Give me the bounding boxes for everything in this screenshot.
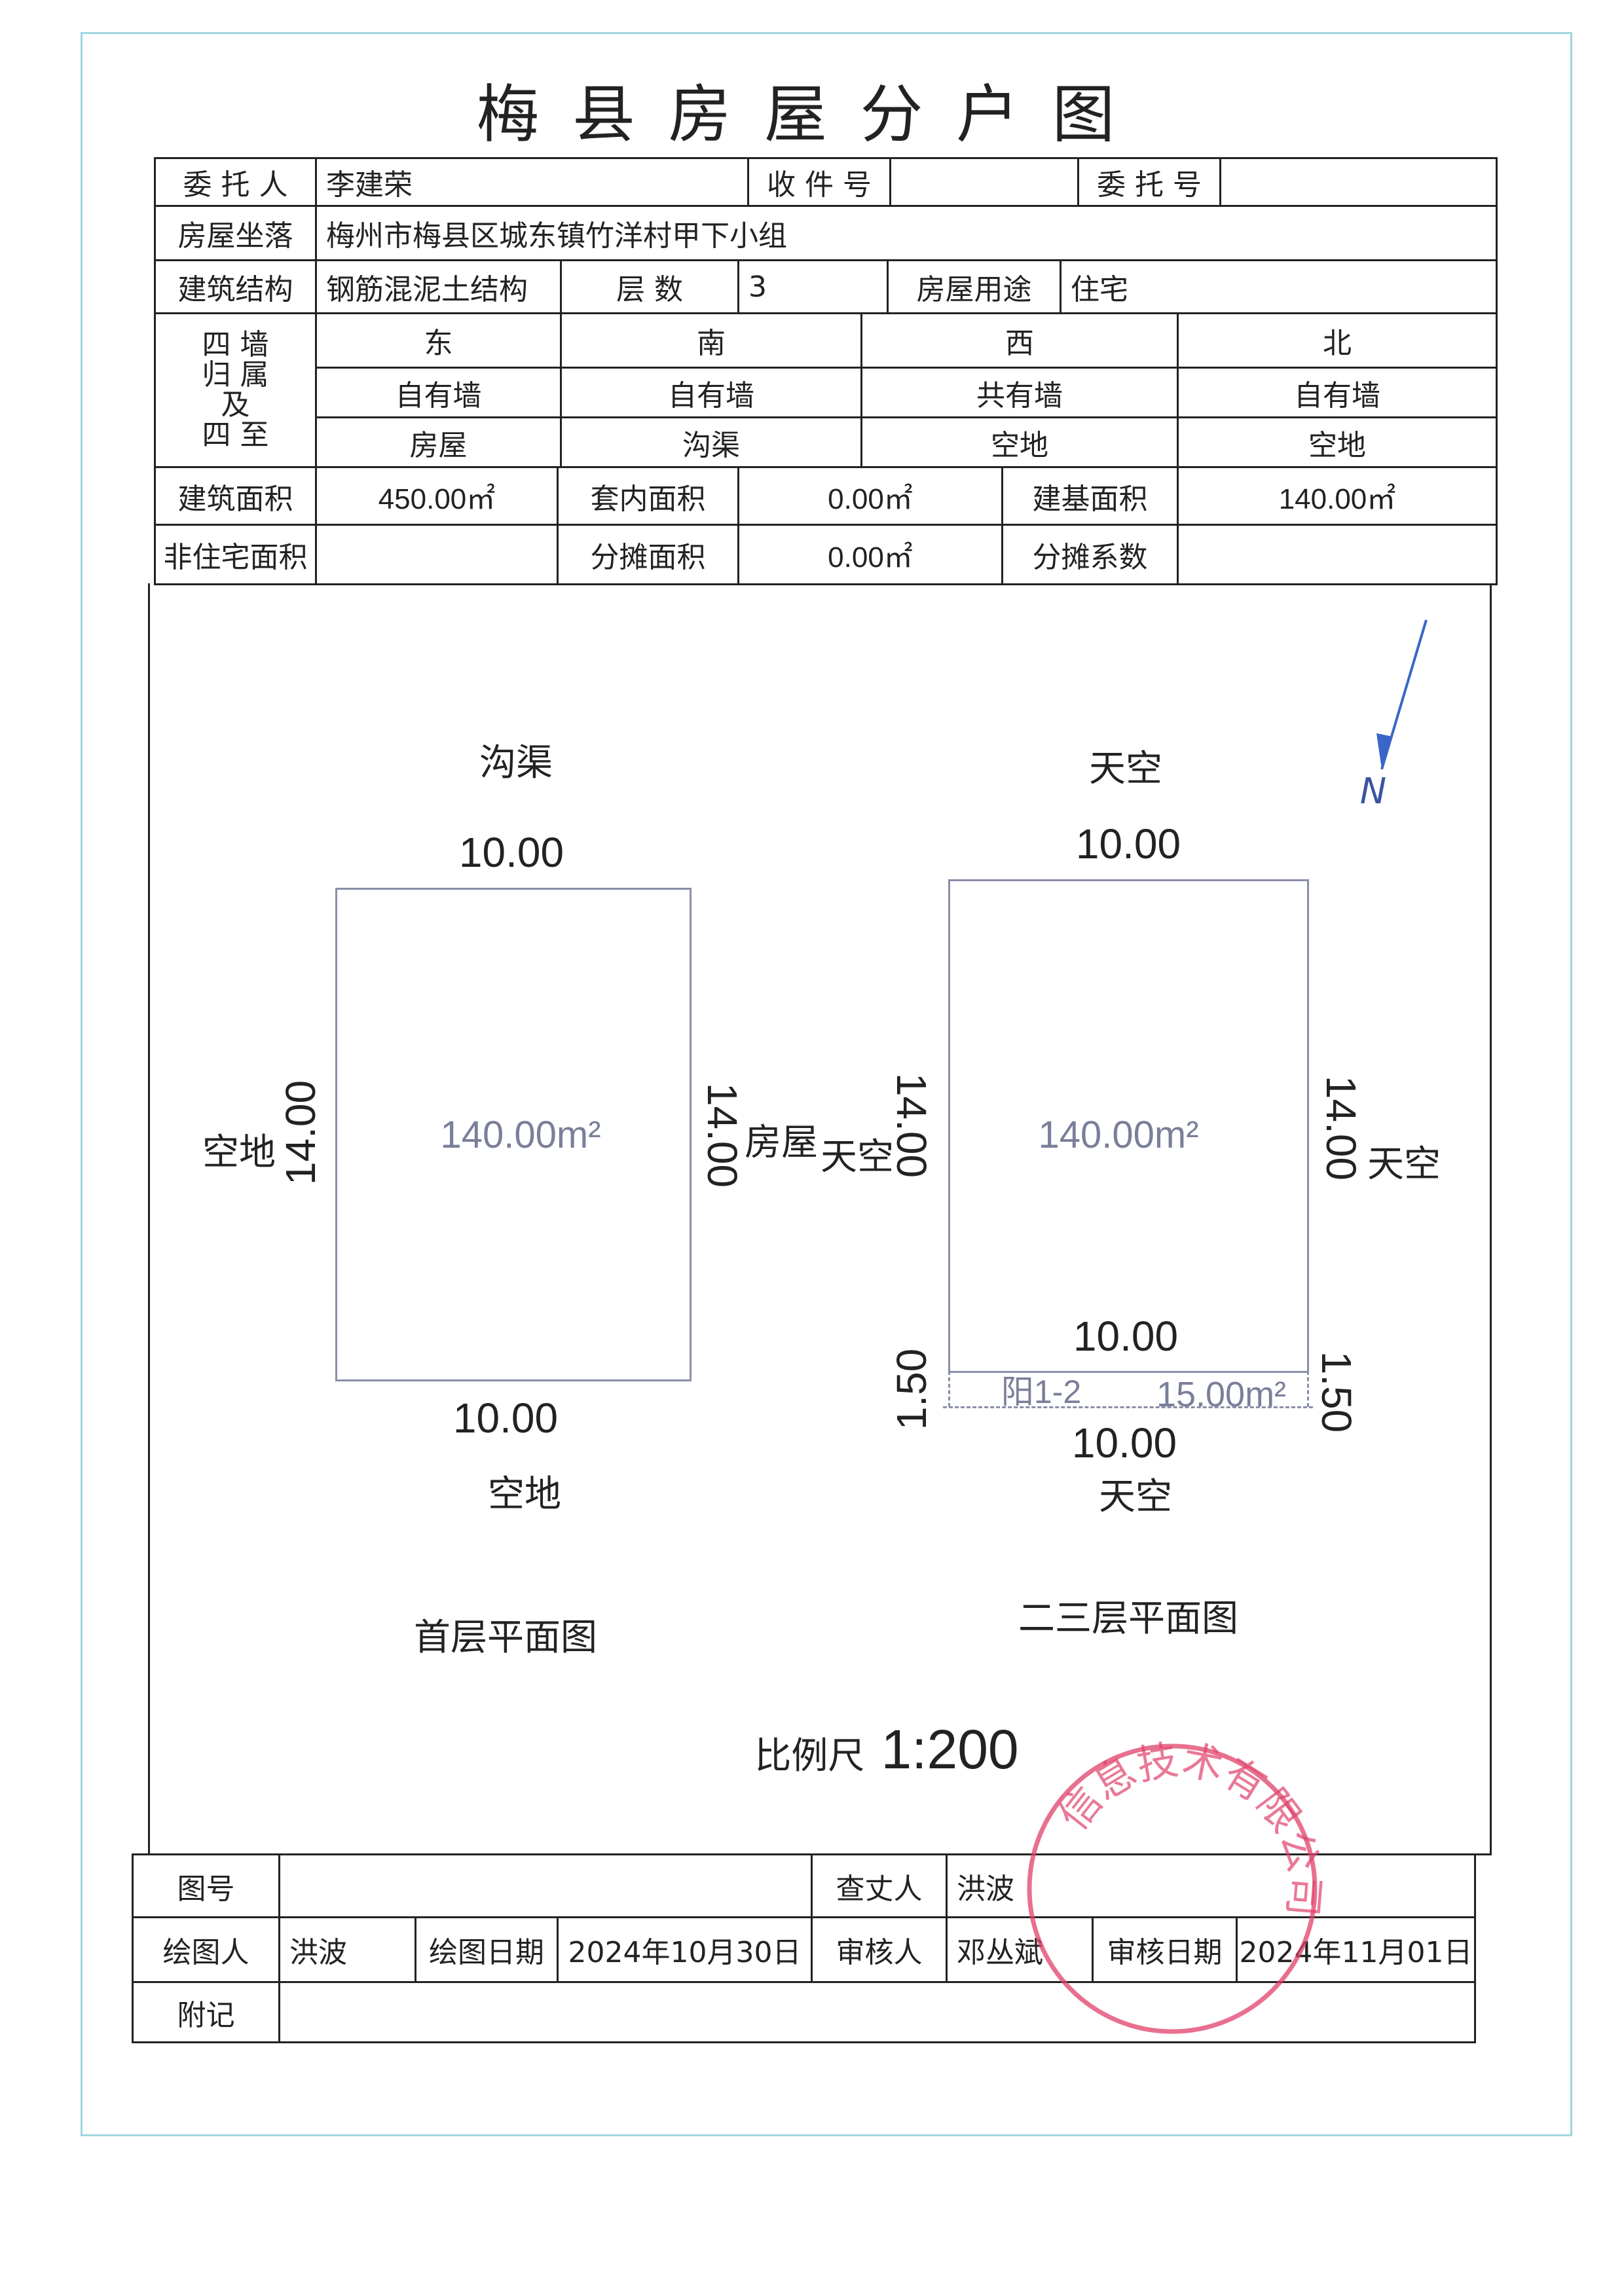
receipt-no-value — [889, 157, 1079, 207]
west-dir: 西 — [860, 312, 1179, 369]
location-label: 房屋坐落 — [154, 205, 317, 261]
balcony-area: 15.00m² — [1156, 1375, 1287, 1414]
plan1-area: 140.00m² — [440, 1114, 601, 1156]
south-wall: 自有墙 — [560, 367, 862, 418]
west-adjacent: 空地 — [860, 416, 1179, 468]
shared-area-value: 0.00㎡ — [737, 524, 1003, 585]
balcony-right-dim: 1.50 — [1313, 1351, 1360, 1433]
plan2-south-label: 天空 — [1099, 1476, 1172, 1518]
note-value — [278, 1981, 1476, 2043]
east-dir: 东 — [315, 312, 562, 369]
inner-area-label: 套内面积 — [557, 466, 739, 526]
balcony-outline — [948, 1371, 1309, 1407]
company-seal-icon: 信息技术有限公司 — [1027, 1736, 1326, 2034]
scale-value: 1:200 — [881, 1719, 1019, 1780]
base-area-value: 140.00㎡ — [1177, 466, 1498, 526]
upper-floor-outline — [948, 879, 1309, 1373]
plan2-inner-dim: 10.00 — [1073, 1313, 1179, 1360]
plan1-top-dim: 10.00 — [458, 829, 564, 876]
drafter-value: 洪波 — [278, 1916, 416, 1983]
map-no-label: 图号 — [132, 1853, 280, 1918]
draw-date-label: 绘图日期 — [415, 1916, 559, 1983]
usage-label: 房屋用途 — [887, 259, 1061, 314]
receipt-no-label: 收 件 号 — [747, 157, 891, 207]
scale-label: 比例尺 — [754, 1735, 865, 1777]
plan1-left-dim: 14.00 — [277, 1080, 324, 1186]
note-label: 附记 — [132, 1981, 280, 2043]
plan2-east-label: 天空 — [1367, 1143, 1441, 1186]
drafter-label: 绘图人 — [132, 1916, 280, 1983]
entrust-person-value: 李建荣 — [315, 157, 749, 207]
page-title: 梅 县 房 屋 分 户 图 — [476, 78, 1122, 151]
entrust-person-label: 委 托 人 — [154, 157, 317, 207]
east-adjacent: 房屋 — [315, 416, 562, 468]
north-adjacent: 空地 — [1177, 416, 1498, 468]
north-arrow-icon — [1376, 619, 1428, 770]
entrust-no-label: 委 托 号 — [1077, 157, 1221, 207]
location-value: 梅州市梅县区城东镇竹洋村甲下小组 — [315, 205, 1498, 261]
first-floor-outline — [335, 888, 692, 1381]
plan1-right-dim: 14.00 — [699, 1082, 746, 1188]
plan2-top-dim: 10.00 — [1075, 820, 1181, 867]
south-adjacent: 沟渠 — [560, 416, 862, 468]
balcony-left-dim: 1.50 — [888, 1348, 935, 1430]
four-walls-label-line: 归 属 — [202, 357, 269, 392]
plan2-caption: 二三层平面图 — [1018, 1597, 1238, 1640]
map-no-value — [278, 1853, 813, 1918]
east-wall: 自有墙 — [315, 367, 562, 418]
west-wall: 共有墙 — [860, 367, 1179, 418]
plan2-north-label: 天空 — [1089, 748, 1162, 790]
base-area-label: 建基面积 — [1001, 466, 1179, 526]
four-walls-label-line: 四 墙 — [202, 327, 269, 361]
plan1-east-label: 房屋 — [745, 1121, 818, 1164]
svg-text:信息技术有限公司: 信息技术有限公司 — [1049, 1736, 1326, 1919]
non-residential-label: 非住宅面积 — [154, 524, 317, 585]
north-wall: 自有墙 — [1177, 367, 1498, 418]
plan1-bottom-dim: 10.00 — [452, 1394, 559, 1442]
south-dir: 南 — [560, 312, 862, 369]
four-walls-label-line: 及 — [221, 388, 250, 422]
plan2-area: 140.00m² — [1038, 1114, 1199, 1156]
shared-area-label: 分摊面积 — [557, 524, 739, 585]
draw-date-value: 2024年10月30日 — [557, 1916, 813, 1983]
plan1-north-label: 沟渠 — [479, 742, 553, 784]
plan1-south-label: 空地 — [488, 1473, 561, 1516]
plan2-west-label: 天空 — [821, 1136, 894, 1178]
four-walls-label-line: 四 至 — [202, 418, 269, 452]
building-area-value: 450.00㎡ — [315, 466, 559, 526]
structure-label: 建筑结构 — [154, 259, 317, 314]
plan1-west-label: 空地 — [202, 1131, 276, 1174]
plan2-bottom-dim: 10.00 — [1071, 1419, 1177, 1467]
floors-label: 层 数 — [560, 259, 739, 314]
structure-value: 钢筋混泥土结构 — [315, 259, 562, 314]
floors-value: 3 — [737, 259, 889, 314]
surveyor-label: 查丈人 — [811, 1853, 948, 1918]
page-border — [81, 32, 1572, 2136]
four-walls-label: 四 墙 归 属 及 四 至 — [154, 312, 317, 468]
shared-coef-label: 分摊系数 — [1001, 524, 1179, 585]
building-area-label: 建筑面积 — [154, 466, 317, 526]
north-label: N — [1359, 771, 1387, 812]
north-dir: 北 — [1177, 312, 1498, 369]
plan1-caption: 首层平面图 — [414, 1616, 597, 1659]
scale: 比例尺 1:200 — [754, 1722, 1018, 1777]
non-residential-value — [315, 524, 559, 585]
reviewer-label: 审核人 — [811, 1916, 948, 1983]
inner-area-value: 0.00㎡ — [737, 466, 1003, 526]
entrust-no-value — [1219, 157, 1498, 207]
plan2-left-dim: 14.00 — [888, 1072, 935, 1178]
plan2-right-dim: 14.00 — [1318, 1075, 1365, 1181]
shared-coef-value — [1177, 524, 1498, 585]
balcony-label: 阳1-2 — [1001, 1374, 1082, 1410]
usage-value: 住宅 — [1060, 259, 1498, 314]
balcony-edge — [943, 1406, 1313, 1408]
